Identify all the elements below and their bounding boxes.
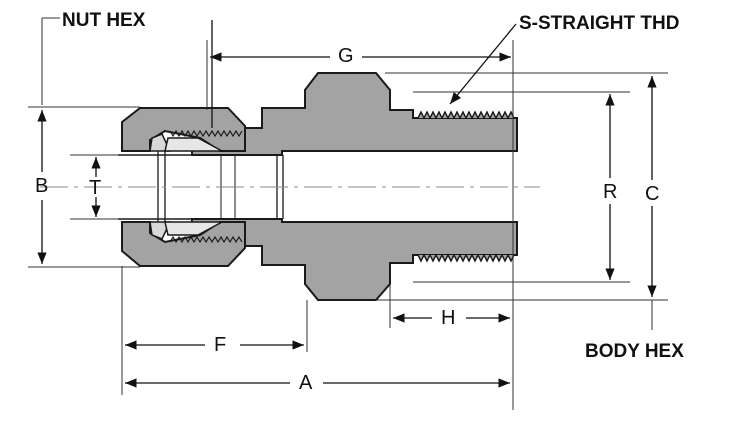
dimension-lines: [37, 52, 657, 388]
dimension-t-label: T: [89, 177, 102, 199]
body-lower-section: [191, 218, 518, 301]
s-straight-thd-label: S-STRAIGHT THD: [519, 13, 680, 34]
body-hex-label: BODY HEX: [585, 341, 684, 362]
body-upper-section: [191, 72, 518, 156]
back-ferrule-lower: [164, 221, 223, 236]
thread-leader: [449, 23, 517, 105]
nut-lower-threads: [169, 235, 243, 244]
nut-upper-threads: [169, 129, 243, 138]
nut-hex-label: NUT HEX: [62, 10, 146, 31]
front-ferrule-upper: [149, 133, 172, 152]
dimension-b-label: B: [35, 175, 49, 197]
upper-thread-teeth: [417, 110, 515, 120]
dimension-h-label: H: [441, 307, 456, 329]
dimension-a-label: A: [299, 372, 313, 394]
front-ferrule-lower: [149, 221, 172, 240]
leader-lines: [211, 20, 517, 128]
dimension-r-label: R: [603, 181, 618, 203]
dimension-g-label: G: [338, 45, 354, 67]
lower-thread-teeth: [417, 253, 515, 263]
extension-lines: [28, 17, 668, 410]
back-ferrule-upper: [164, 137, 223, 152]
dimension-c-label: C: [645, 183, 660, 205]
dimension-f-label: F: [214, 334, 227, 356]
